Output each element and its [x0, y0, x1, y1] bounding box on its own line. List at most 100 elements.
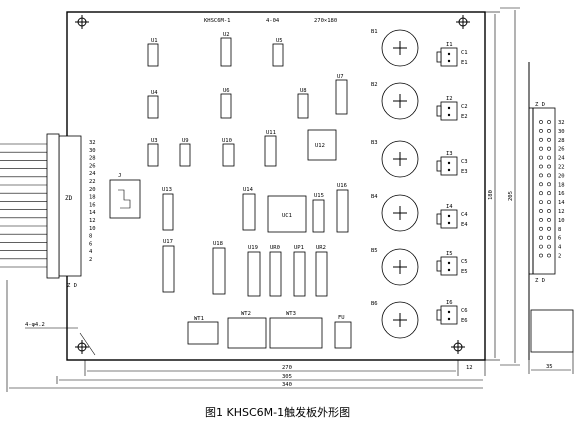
right-pin-hole: [539, 173, 543, 178]
right-pin-hole: [539, 137, 543, 142]
chip-u13: [162, 193, 174, 231]
chip-u11: [264, 135, 277, 167]
board-model-label: KHSC6M-1: [204, 18, 231, 24]
left-pin-label: 32: [89, 140, 96, 146]
pulse-transformer-label: B1: [371, 29, 378, 35]
right-connector-top-label: Z D: [535, 102, 545, 108]
chip-uc1-label: UC1: [282, 213, 292, 219]
chip-u2: [220, 37, 232, 67]
chip-u13-label: U13: [162, 187, 172, 193]
right-pin-label: 6: [558, 236, 561, 242]
chip-up1: [293, 251, 306, 297]
left-pin-label: 16: [89, 202, 96, 208]
right-pin-hole: [547, 200, 551, 205]
pulse-transformer-label: B5: [371, 248, 378, 254]
output-c-label: C1: [461, 50, 468, 56]
chip-u9: [179, 143, 191, 167]
output-c-label: C4: [461, 212, 468, 218]
right-pin-hole: [539, 164, 543, 169]
right-pin-hole: [539, 209, 543, 213]
chip-u16: [336, 189, 349, 233]
chip-u10: [222, 143, 235, 167]
right-pin-label: 10: [558, 218, 565, 224]
right-pin-label: 16: [558, 191, 565, 197]
jumper-j-label: J: [118, 173, 121, 179]
chip-u19: [247, 251, 261, 297]
right-pin-hole: [547, 226, 551, 231]
left-pin-label: 26: [89, 163, 96, 169]
left-pin-label: 2: [89, 257, 92, 263]
right-pin-label: 8: [558, 227, 561, 233]
output-c-label: C2: [461, 104, 468, 110]
dim-12: 12: [466, 365, 473, 371]
chip-u14: [242, 193, 256, 231]
left-connector-body: [58, 135, 82, 277]
left-pin-label: 30: [89, 148, 96, 154]
right-pin-hole: [539, 128, 543, 133]
right-pin-hole: [547, 164, 551, 169]
pulse-transformer-b6: B6: [371, 301, 419, 339]
left-pin-label: 10: [89, 226, 96, 232]
output-c-label: C3: [461, 159, 468, 165]
module-wt2: [227, 317, 267, 349]
pulse-transformer-label: B4: [371, 194, 378, 200]
output-i-label: I1: [446, 42, 453, 48]
right-pin-hole: [539, 182, 543, 187]
output-c-label: C6: [461, 308, 468, 314]
right-pin-hole: [539, 226, 543, 231]
chip-u16-label: U16: [337, 183, 347, 189]
chip-u15-label: U15: [314, 193, 324, 199]
pulse-transformer-label: B2: [371, 82, 378, 88]
right-pin-hole: [539, 155, 543, 160]
module-wt1-label: WT1: [194, 316, 204, 322]
chip-u1: [147, 43, 159, 67]
left-pin-label: 4: [89, 249, 93, 255]
hole-note: 4-φ4.2: [25, 322, 45, 328]
chip-u6: [220, 93, 232, 119]
left-pin-label: 20: [89, 187, 96, 193]
left-pin-label: 28: [89, 156, 96, 162]
output-e-label: E5: [461, 269, 468, 275]
right-pin-label: 30: [558, 129, 565, 135]
chip-uc1: [267, 195, 307, 233]
chip-u14-label: U14: [243, 187, 254, 193]
right-pin-hole: [539, 253, 543, 258]
chip-u15: [312, 199, 325, 233]
chip-u12-label: U12: [315, 143, 325, 149]
output-i-label: I3: [446, 151, 453, 157]
mounting-hole-tl: [75, 15, 89, 29]
chip-u4-label: U4: [151, 90, 158, 96]
right-pin-label: 26: [558, 147, 565, 153]
dim-205: 205: [508, 191, 514, 201]
right-pin-label: 22: [558, 165, 565, 171]
mounting-hole-tr: [456, 15, 470, 29]
right-pin-hole: [539, 244, 543, 249]
left-pin-label: 18: [89, 195, 96, 201]
right-pin-hole: [539, 217, 543, 222]
chip-u2-label: U2: [223, 32, 230, 38]
dim-305: 305: [282, 374, 292, 380]
dim-340: 340: [282, 382, 292, 388]
right-pin-hole: [547, 120, 551, 124]
dim-35: 35: [546, 364, 553, 370]
module-wt2-label: WT2: [241, 311, 251, 317]
output-e-label: E2: [461, 114, 468, 120]
right-pin-hole: [539, 146, 543, 151]
chip-u18: [212, 247, 226, 295]
left-connector-wires: [0, 143, 47, 268]
chip-u11-label: U11: [266, 130, 276, 136]
right-pin-hole: [547, 191, 551, 196]
chip-ur0-label: UR0: [270, 245, 280, 251]
chip-u9-label: U9: [182, 138, 189, 144]
module-wt3-label: WT3: [286, 311, 296, 317]
right-pin-hole: [547, 235, 551, 240]
right-pin-hole: [547, 155, 551, 160]
chip-u17-label: U17: [163, 239, 173, 245]
jumper-j-symbol: [118, 189, 131, 209]
dimension-height-inner: 180: [485, 11, 500, 361]
output-e-label: E1: [461, 60, 468, 66]
